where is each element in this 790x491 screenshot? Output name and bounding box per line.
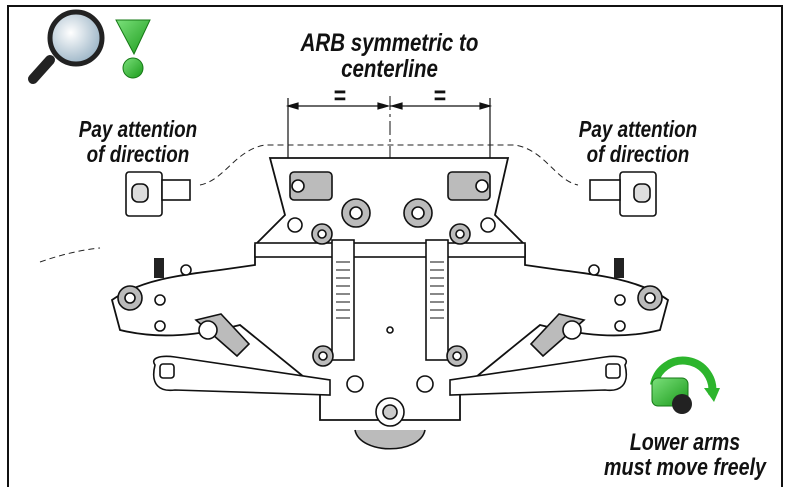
right-caption-line1: Pay attention bbox=[578, 116, 698, 142]
attention-icon bbox=[115, 19, 151, 79]
set-screws bbox=[154, 258, 624, 278]
lower-arms bbox=[153, 355, 627, 396]
bottom-hub bbox=[354, 397, 426, 450]
bearings bbox=[117, 198, 663, 393]
magnifier-icon bbox=[28, 9, 105, 84]
dimension-mark-left: = bbox=[333, 80, 347, 110]
part-illustration-left bbox=[125, 171, 191, 217]
rod-ends bbox=[194, 313, 586, 358]
arms-caption-line1: Lower arms bbox=[629, 429, 741, 456]
arms-caption-line2: must move freely bbox=[604, 454, 766, 481]
rotate-freely-icon bbox=[650, 356, 720, 414]
part-illustration-right bbox=[589, 171, 657, 217]
right-direction-caption: Pay attention of direction bbox=[556, 117, 720, 167]
left-caption-line2: of direction bbox=[86, 141, 190, 167]
dashed-outline bbox=[39, 144, 579, 263]
arb-mounts bbox=[289, 171, 491, 201]
lower-arms-caption: Lower arms must move freely bbox=[603, 430, 767, 480]
dimension-mark-right: = bbox=[433, 80, 447, 110]
arb-caption: ARB symmetric to centerline bbox=[293, 30, 486, 82]
right-caption-line2: of direction bbox=[586, 141, 690, 167]
arb-caption-line1: ARB symmetric to bbox=[300, 29, 479, 57]
left-caption-line1: Pay attention bbox=[78, 116, 198, 142]
chassis-plate bbox=[110, 157, 670, 421]
diagram-frame bbox=[7, 5, 783, 487]
left-direction-caption: Pay attention of direction bbox=[56, 117, 220, 167]
anti-roll-bar bbox=[254, 239, 526, 361]
dimension-lines bbox=[285, 98, 493, 178]
arb-caption-line2: centerline bbox=[341, 55, 438, 83]
